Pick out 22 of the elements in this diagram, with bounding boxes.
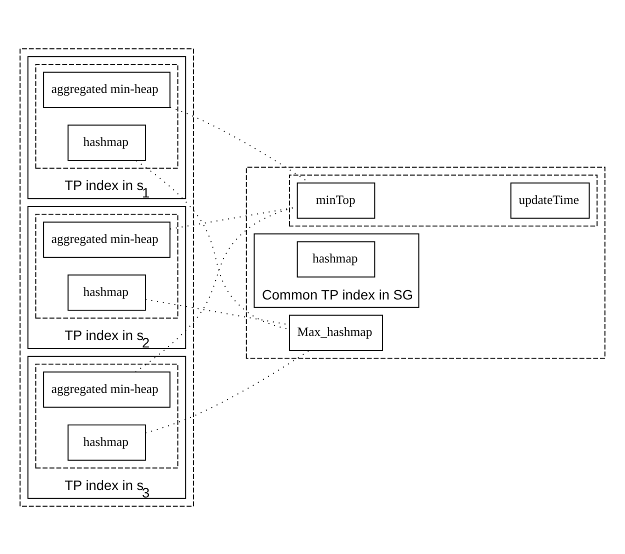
node-box: hashmap [68,274,146,310]
cluster [35,213,178,318]
cluster [27,56,186,199]
cluster [289,174,598,226]
cluster [27,205,186,349]
node-box: aggregated min-heap [43,221,170,258]
cluster [20,48,194,506]
node-box: Max_hashmap [289,314,384,350]
node-box: minTop [296,182,376,218]
cluster [35,63,178,168]
cluster [27,355,186,498]
node-box: aggregated min-heap [43,71,170,108]
node-box: aggregated min-heap [43,371,170,408]
node-box: hashmap [68,424,146,460]
node-label: Common TP index in SG [262,287,414,302]
node-box: hashmap [68,124,146,160]
node-box: hashmap [296,240,376,277]
node-box: updateTime [510,182,590,218]
cluster [35,363,178,468]
cluster [246,166,606,358]
connector [145,350,310,433]
cluster [254,232,420,308]
